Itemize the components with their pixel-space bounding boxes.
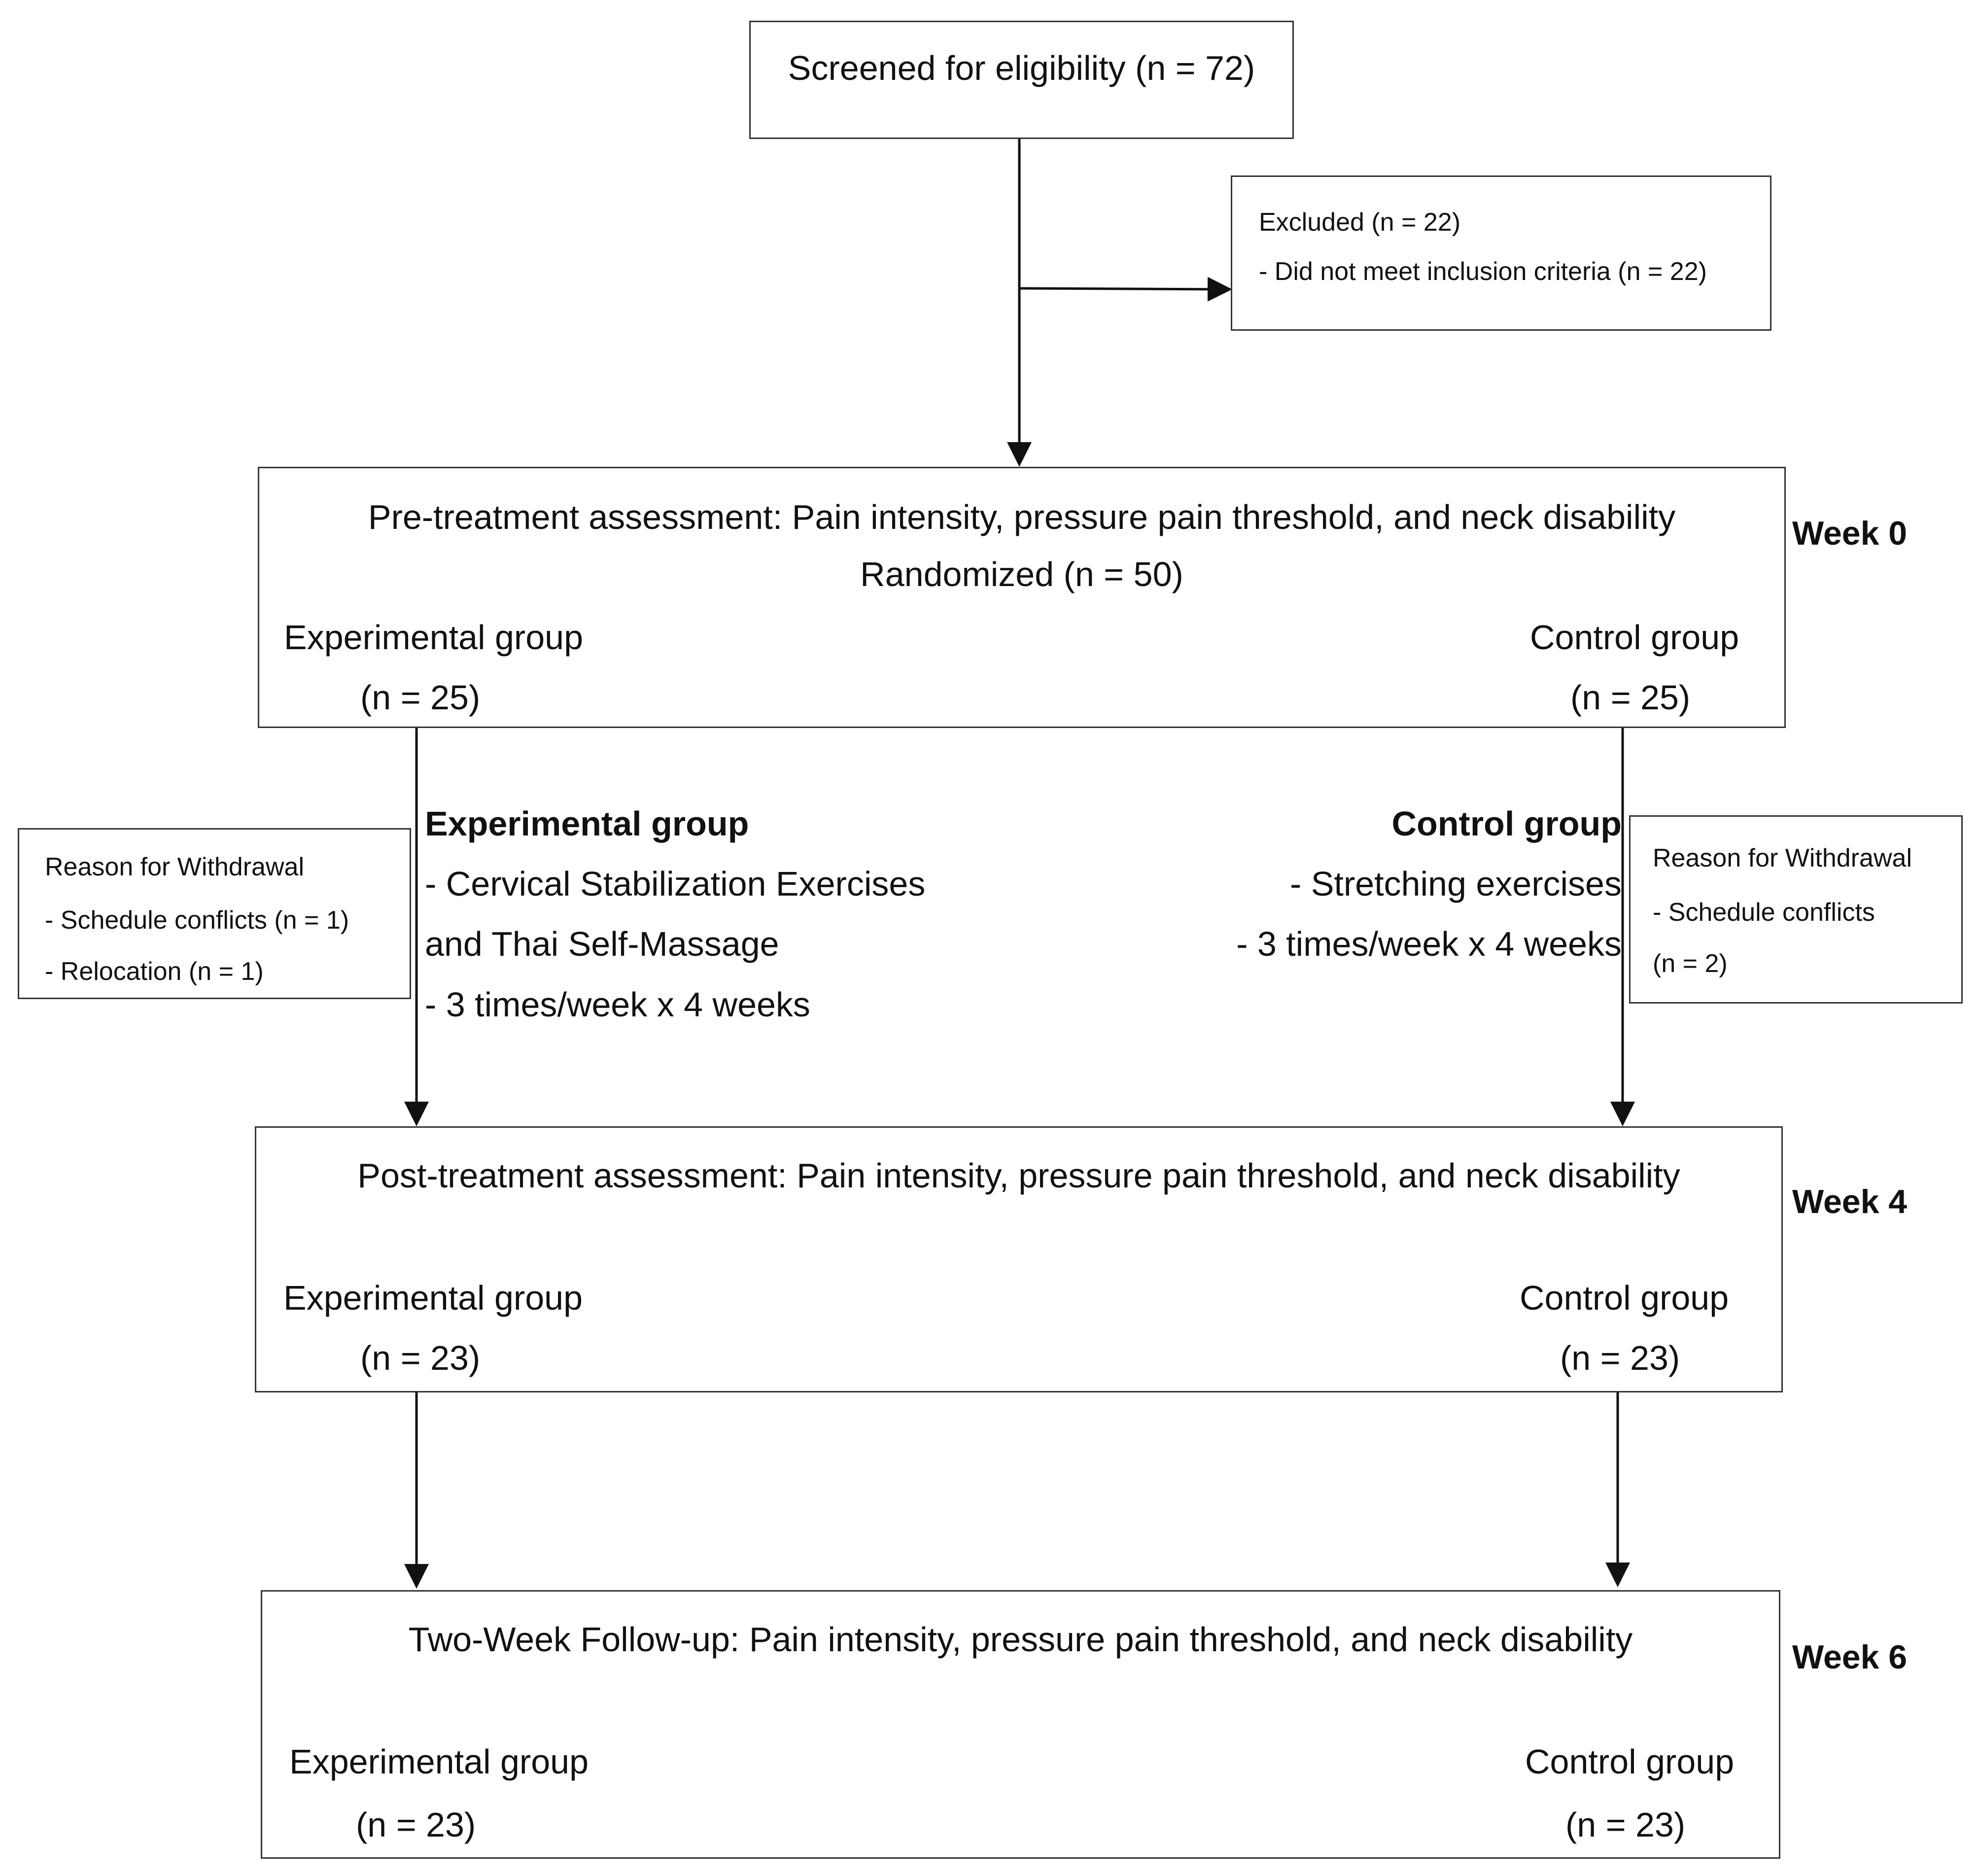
post-treatment-title: Post-treatment assessment: Pain intensit…: [357, 1156, 1680, 1195]
week-4-label: Week 4: [1792, 1183, 1908, 1220]
pre-exp-n: (n = 25): [360, 678, 481, 717]
exp-intervention-line2: and Thai Self-Massage: [425, 925, 779, 963]
excluded-title: Excluded (n = 22): [1259, 208, 1461, 237]
withdrawal-ctrl-line2: (n = 2): [1653, 949, 1728, 978]
withdrawal-ctrl-title: Reason for Withdrawal: [1653, 844, 1912, 872]
ctrl-intervention-line1: - Stretching exercises: [1289, 865, 1622, 903]
post-ctrl-n: (n = 23): [1560, 1339, 1680, 1377]
week-6-label: Week 6: [1792, 1638, 1908, 1676]
withdrawal-ctrl-box: Reason for Withdrawal - Schedule conflic…: [1629, 815, 1963, 1004]
post-exp-label: Experimental group: [283, 1279, 583, 1317]
exp-intervention-title: Experimental group: [425, 804, 749, 843]
pre-exp-label: Experimental group: [284, 618, 583, 657]
followup-ctrl-label: Control group: [1525, 1742, 1735, 1781]
followup-ctrl-n: (n = 23): [1565, 1806, 1686, 1844]
pre-ctrl-label: Control group: [1530, 618, 1739, 657]
withdrawal-exp-line2: - Relocation (n = 1): [45, 957, 264, 986]
followup-exp-label: Experimental group: [289, 1742, 589, 1781]
followup-box: Two-Week Follow-up: Pain intensity, pres…: [261, 1590, 1780, 1859]
excluded-box: Excluded (n = 22) - Did not meet inclusi…: [1231, 175, 1771, 331]
withdrawal-exp-box: Reason for Withdrawal - Schedule conflic…: [18, 828, 411, 999]
ctrl-intervention-line2: - 3 times/week x 4 weeks: [1236, 925, 1622, 963]
post-ctrl-label: Control group: [1520, 1279, 1729, 1317]
followup-exp-n: (n = 23): [356, 1806, 476, 1844]
exp-intervention-line1: - Cervical Stabilization Exercises: [425, 865, 926, 903]
arrow-to-excluded: [1019, 277, 1232, 302]
week-0-label: Week 0: [1792, 515, 1908, 552]
exp-intervention-line3: - 3 times/week x 4 weeks: [425, 985, 810, 1024]
screened-text: Screened for eligibility (n = 72): [788, 49, 1255, 87]
pre-ctrl-n: (n = 25): [1570, 678, 1691, 717]
post-exp-n: (n = 23): [360, 1339, 481, 1377]
ctrl-intervention-title: Control group: [1391, 804, 1622, 843]
withdrawal-exp-line1: - Schedule conflicts (n = 1): [45, 906, 349, 935]
post-treatment-box: Post-treatment assessment: Pain intensit…: [255, 1126, 1783, 1392]
withdrawal-ctrl-line1: - Schedule conflicts: [1653, 898, 1875, 927]
pre-treatment-title: Pre-treatment assessment: Pain intensity…: [368, 498, 1676, 536]
followup-title: Two-Week Follow-up: Pain intensity, pres…: [408, 1620, 1633, 1659]
excluded-reason: - Did not meet inclusion criteria (n = 2…: [1259, 257, 1707, 286]
withdrawal-exp-title: Reason for Withdrawal: [45, 853, 304, 881]
screened-box: Screened for eligibility (n = 72): [749, 21, 1294, 139]
randomized-text: Randomized (n = 50): [860, 555, 1183, 593]
pre-treatment-box: Pre-treatment assessment: Pain intensity…: [258, 467, 1786, 728]
